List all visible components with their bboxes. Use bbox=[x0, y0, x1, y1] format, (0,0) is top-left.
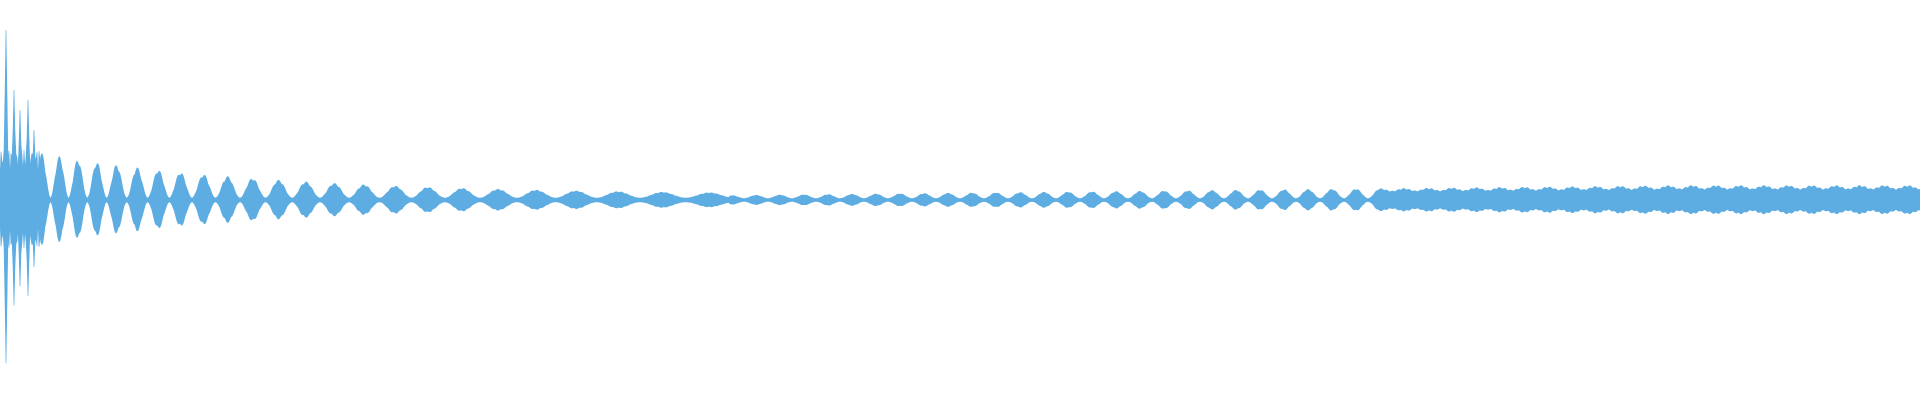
waveform-envelope bbox=[0, 29, 1920, 364]
